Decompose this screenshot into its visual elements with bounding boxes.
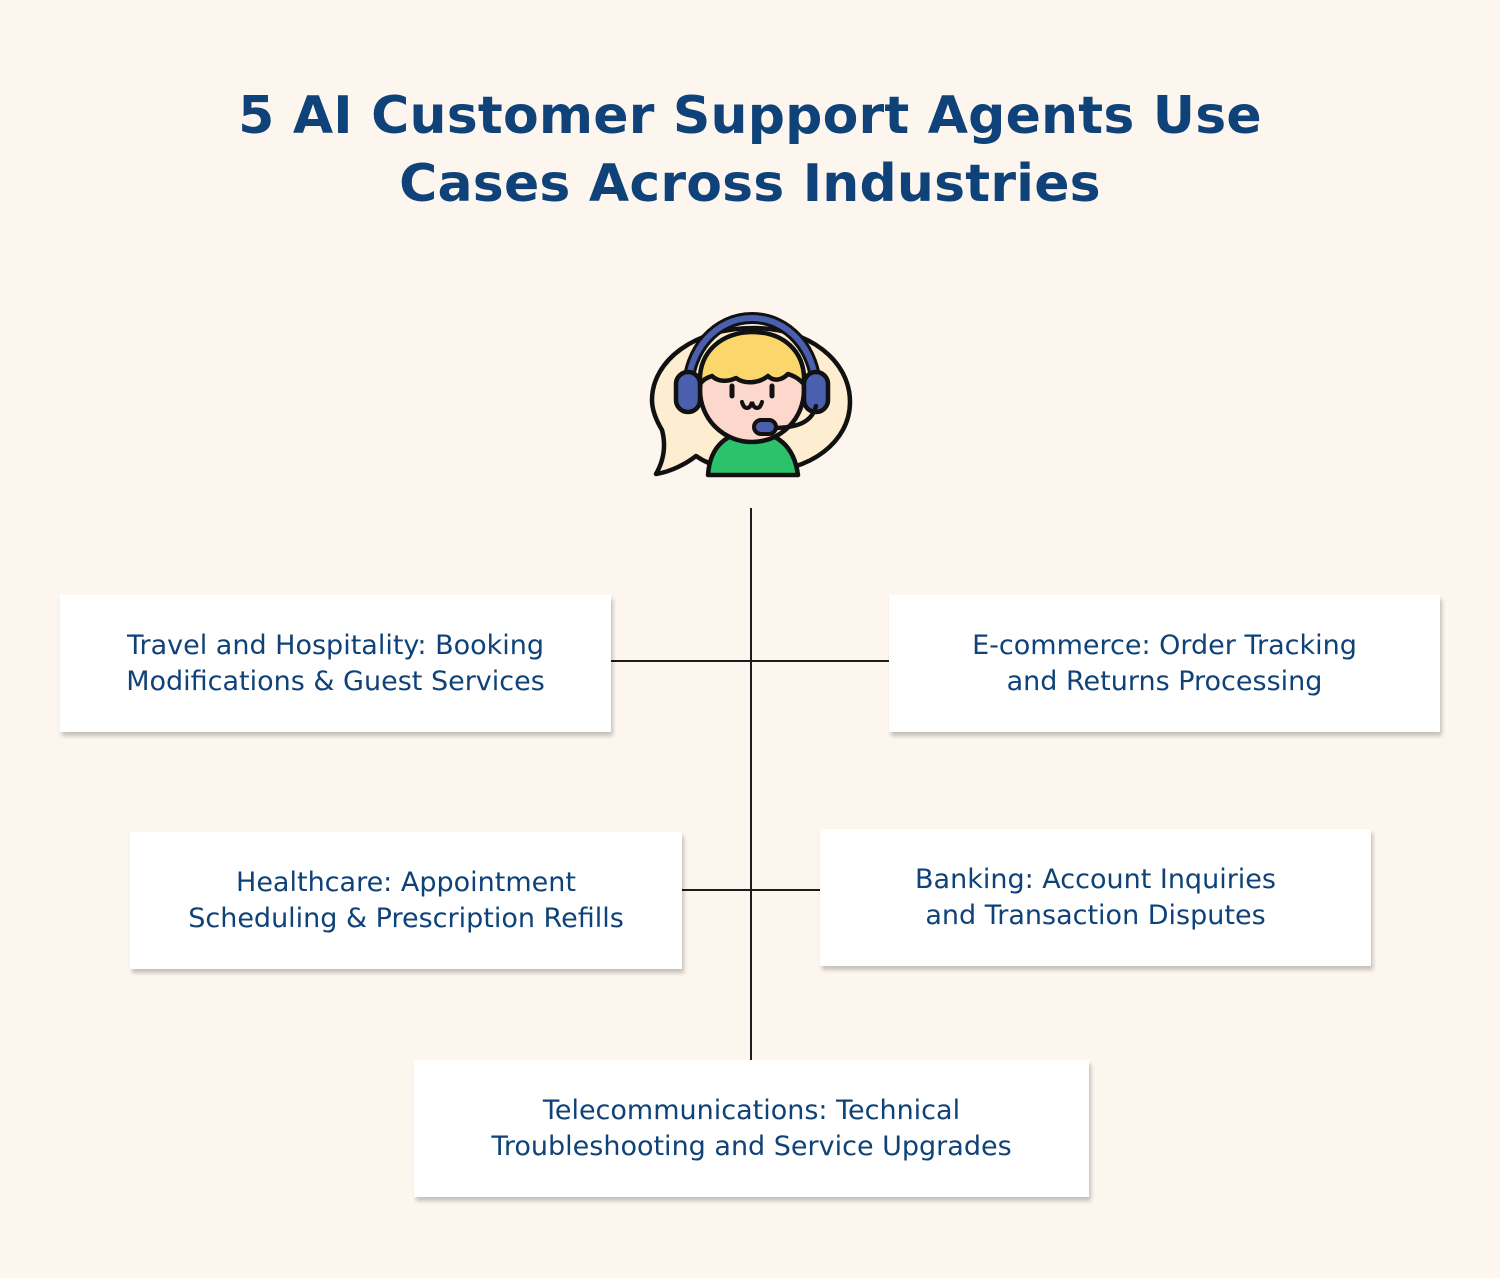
page-title-line-2: Cases Across Industries xyxy=(399,154,1101,214)
use-case-card-line-1: Travel and Hospitality: Booking xyxy=(126,629,545,661)
customer-support-agent-icon xyxy=(648,310,858,485)
connector-row-2 xyxy=(682,889,820,891)
use-case-card-banking: Banking: Account Inquiries and Transacti… xyxy=(820,829,1371,966)
use-case-card-travel-hospitality: Travel and Hospitality: Booking Modifica… xyxy=(60,595,611,732)
use-case-card-healthcare: Healthcare: Appointment Scheduling & Pre… xyxy=(130,832,682,969)
page-title: 5 AI Customer Support Agents Use Cases A… xyxy=(0,82,1500,218)
connector-row-1 xyxy=(611,660,889,662)
use-case-card-line-1: Telecommunications: Technical xyxy=(542,1094,961,1126)
use-case-card-line-2: and Transaction Disputes xyxy=(925,899,1266,931)
use-case-card-line-2: Scheduling & Prescription Refills xyxy=(188,902,624,934)
use-case-card-line-2: Modifications & Guest Services xyxy=(126,665,545,697)
use-case-card-line-1: Healthcare: Appointment xyxy=(236,866,576,898)
use-case-card-line-1: Banking: Account Inquiries xyxy=(915,863,1276,895)
use-case-card-line-1: E-commerce: Order Tracking xyxy=(972,629,1357,661)
use-case-card-line-2: and Returns Processing xyxy=(1006,665,1323,697)
connector-vertical-trunk xyxy=(750,508,752,1060)
use-case-card-line-2: Troubleshooting and Service Upgrades xyxy=(491,1130,1012,1162)
page-title-line-1: 5 AI Customer Support Agents Use xyxy=(238,86,1262,146)
use-case-card-ecommerce: E-commerce: Order Tracking and Returns P… xyxy=(889,595,1440,732)
use-case-card-telecommunications: Telecommunications: Technical Troublesho… xyxy=(414,1060,1089,1197)
